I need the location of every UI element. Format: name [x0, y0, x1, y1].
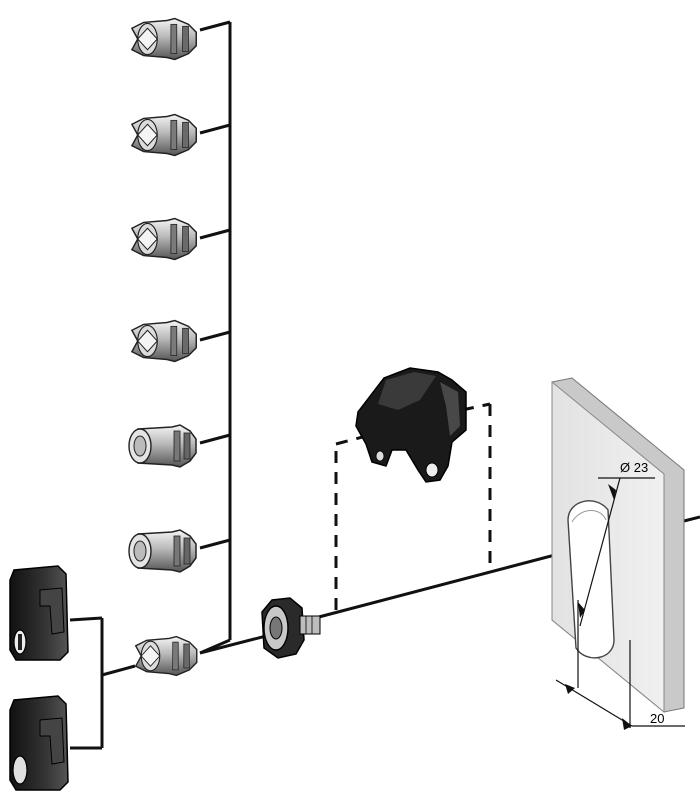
insert-connector-lines	[199, 20, 232, 655]
cylinder-insert	[131, 113, 197, 157]
cylinder-insert	[131, 319, 197, 363]
cylinder-inserts	[128, 17, 198, 677]
cylinder-insert	[128, 424, 197, 468]
arrow-icon	[578, 602, 585, 618]
cylinder-insert	[131, 217, 197, 261]
key-lock-plain	[9, 695, 69, 791]
panel-plate	[551, 377, 685, 714]
cam-latch	[355, 367, 467, 483]
arrow-icon	[608, 484, 616, 500]
arrow-icon	[565, 684, 575, 694]
cylinder-insert	[134, 635, 198, 677]
width-dimension-label: 20	[650, 711, 664, 726]
key-lock-connector-lines	[69, 616, 136, 750]
key-lock-with-keyway	[9, 565, 69, 661]
dimension-arrows	[565, 484, 632, 730]
diameter-dimension-label: Ø 23	[620, 460, 648, 475]
cylinder-insert	[131, 17, 197, 61]
cylinder-insert	[128, 529, 197, 573]
lock-nut	[261, 597, 321, 659]
arrow-icon	[622, 718, 632, 730]
